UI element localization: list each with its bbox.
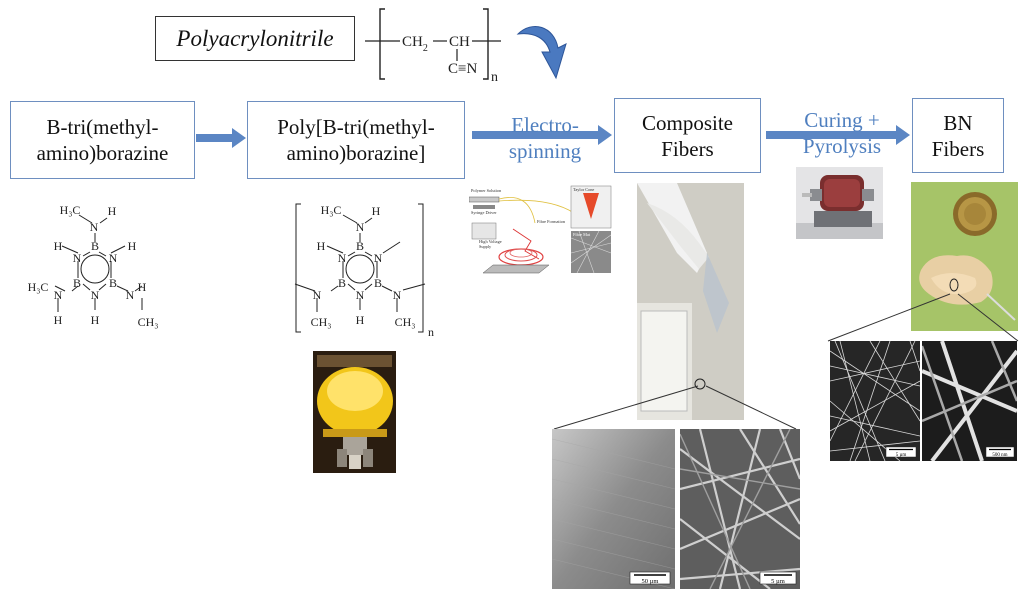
bn-zoom-lines [827,293,1019,342]
svg-text:N: N [356,288,365,302]
svg-text:Supply: Supply [479,244,492,249]
svg-text:B: B [109,276,117,290]
svg-text:N: N [73,251,82,265]
bn-sem-image-left: 5 µm [830,341,920,461]
svg-text:N: N [374,251,383,265]
arrow-3-icon [766,125,910,145]
svg-text:Taylor Cone: Taylor Cone [573,187,594,192]
process-arrows [196,125,910,148]
electrospinning-schematic: Polymer Solution Syringe Driver Taylor C… [468,183,612,275]
svg-text:H: H [91,313,100,327]
svg-text:N: N [313,288,322,302]
svg-text:H: H [54,313,63,327]
svg-text:500 nm: 500 nm [992,453,1007,458]
bn-fibers-box: BN Fibers [912,98,1004,173]
svg-text:H₃C: H₃C [28,280,49,294]
svg-text:H: H [356,313,365,327]
polymer-box: Poly[B-tri(methyl- amino)borazine] [247,101,465,179]
svg-text:B: B [356,239,364,253]
svg-text:N: N [126,288,135,302]
svg-text:CH₃: CH₃ [311,315,332,329]
svg-text:5 µm: 5 µm [771,578,785,585]
svg-text:N: N [90,220,99,234]
svg-text:50 µm: 50 µm [642,578,659,585]
arrow-2-icon [472,125,612,145]
composite-sem-image-left: 50 µm [552,429,675,589]
svg-text:H₃C: H₃C [321,203,342,217]
svg-text:N: N [393,288,402,302]
svg-text:n: n [428,325,434,338]
repeat-n: n [491,70,498,83]
svg-text:H: H [138,280,147,294]
svg-text:H: H [108,204,117,218]
svg-text:H: H [372,204,381,218]
svg-text:Fibre Mat: Fibre Mat [573,232,591,237]
svg-text:Polymer Solution: Polymer Solution [471,188,502,193]
bn-sem-image-right: 500 nm [922,341,1017,461]
svg-text:CH₃: CH₃ [395,315,416,329]
polymer-flask-photo [313,351,396,473]
curing-pyrolysis-label: Curing + Pyrolysis [802,108,882,158]
svg-text:B: B [91,239,99,253]
svg-text:Syringe Driver: Syringe Driver [471,210,497,215]
svg-text:N: N [109,251,118,265]
composite-fibers-photo [637,183,744,420]
polyborazine-molecule: H₃C N H H B N N B B N N N CH₃ H CH₃ n [294,203,434,338]
furnace-photo [796,167,883,239]
ch-group: CH [449,34,470,50]
composite-sem-image-right: 5 µm [680,429,800,589]
svg-text:N: N [54,288,63,302]
svg-text:H: H [54,239,63,253]
electrospinning-label: Electro- spinning [508,113,582,163]
svg-text:5 µm: 5 µm [896,453,907,458]
svg-text:H: H [128,239,137,253]
polyacrylonitrile-structure: CH2 CH C≡N n [365,8,501,83]
ch2-group: CH2 [402,34,428,54]
bn-fibers-photo [911,182,1018,331]
svg-text:B: B [73,276,81,290]
svg-text:Fibre Formation: Fibre Formation [537,219,566,224]
cn-group: C≡N [448,61,477,77]
composite-fibers-box: Composite Fibers [614,98,761,173]
borazine-molecule: H₃C N H H B H N N B B N H₃C N H H H N CH… [28,203,159,329]
svg-text:N: N [91,288,100,302]
svg-text:B: B [374,276,382,290]
svg-text:B: B [338,276,346,290]
arrow-1-icon [196,128,246,148]
composite-zoom-lines [553,385,797,430]
polyacrylonitrile-label: Polyacrylonitrile [176,25,334,51]
svg-text:N: N [356,220,365,234]
precursor-box: B-tri(methyl- amino)borazine [10,101,195,179]
svg-text:N: N [338,251,347,265]
svg-text:High Voltage: High Voltage [479,239,502,244]
polyacrylonitrile-label-box: Polyacrylonitrile [155,16,355,61]
svg-text:CH₃: CH₃ [138,315,159,329]
curved-arrow-icon [516,26,567,80]
svg-text:H₃C: H₃C [60,203,81,217]
svg-text:H: H [317,239,326,253]
